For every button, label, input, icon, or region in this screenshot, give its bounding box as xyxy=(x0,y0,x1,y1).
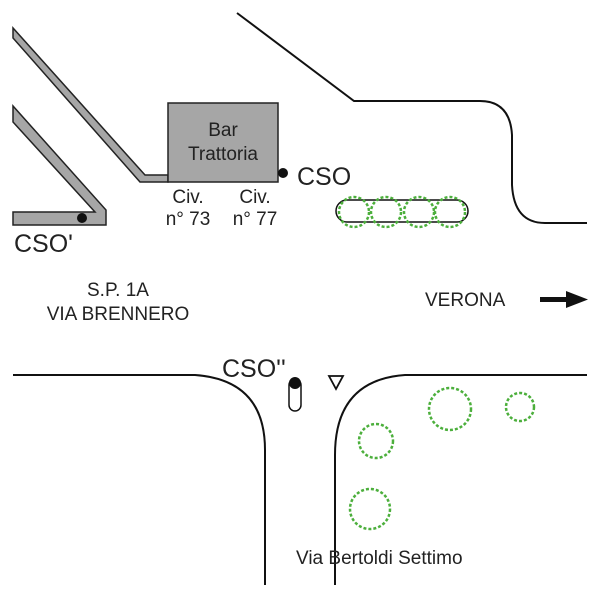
road-name-line1: S.P. 1A xyxy=(87,280,149,301)
civic-73-label-2: n° 73 xyxy=(166,209,211,230)
right-arrow-icon xyxy=(540,291,588,308)
building-label-1: Bar xyxy=(208,120,238,141)
side-street-label: Via Bertoldi Settimo xyxy=(296,548,463,569)
tree-icon xyxy=(337,195,371,229)
sidewalk-lower xyxy=(12,104,107,226)
bar-trattoria-building xyxy=(167,102,279,183)
tree-icon xyxy=(433,195,467,229)
road-name-line2: VIA BRENNERO xyxy=(47,304,190,325)
building-label-2: Trattoria xyxy=(188,144,258,165)
tree-icon xyxy=(357,422,395,460)
cso-point xyxy=(278,168,288,178)
direction-label: VERONA xyxy=(425,290,506,311)
civic-77-label-1: Civ. xyxy=(239,187,270,208)
triangle-down-icon xyxy=(327,375,345,391)
sidewalk-upper xyxy=(12,26,169,183)
cso-label: CSO xyxy=(297,163,351,191)
tree-icon xyxy=(369,195,403,229)
civic-73-label-1: Civ. xyxy=(172,187,203,208)
cso-double-label: CSO'' xyxy=(222,355,286,383)
trees xyxy=(348,386,536,531)
civic-77-label-2: n° 77 xyxy=(233,209,278,230)
road-edge-bottom-left xyxy=(13,374,266,585)
road-edge-bottom-right xyxy=(334,374,587,585)
cso-double-point xyxy=(289,377,301,389)
road-edge-top xyxy=(236,12,587,224)
tree-icon xyxy=(427,386,473,432)
hedge-planter xyxy=(335,199,469,223)
cso-prime-point xyxy=(77,213,87,223)
tree-icon xyxy=(348,487,392,531)
cso-prime-label: CSO' xyxy=(14,230,73,258)
tree-icon xyxy=(504,391,536,423)
hedge-trees xyxy=(337,195,467,229)
